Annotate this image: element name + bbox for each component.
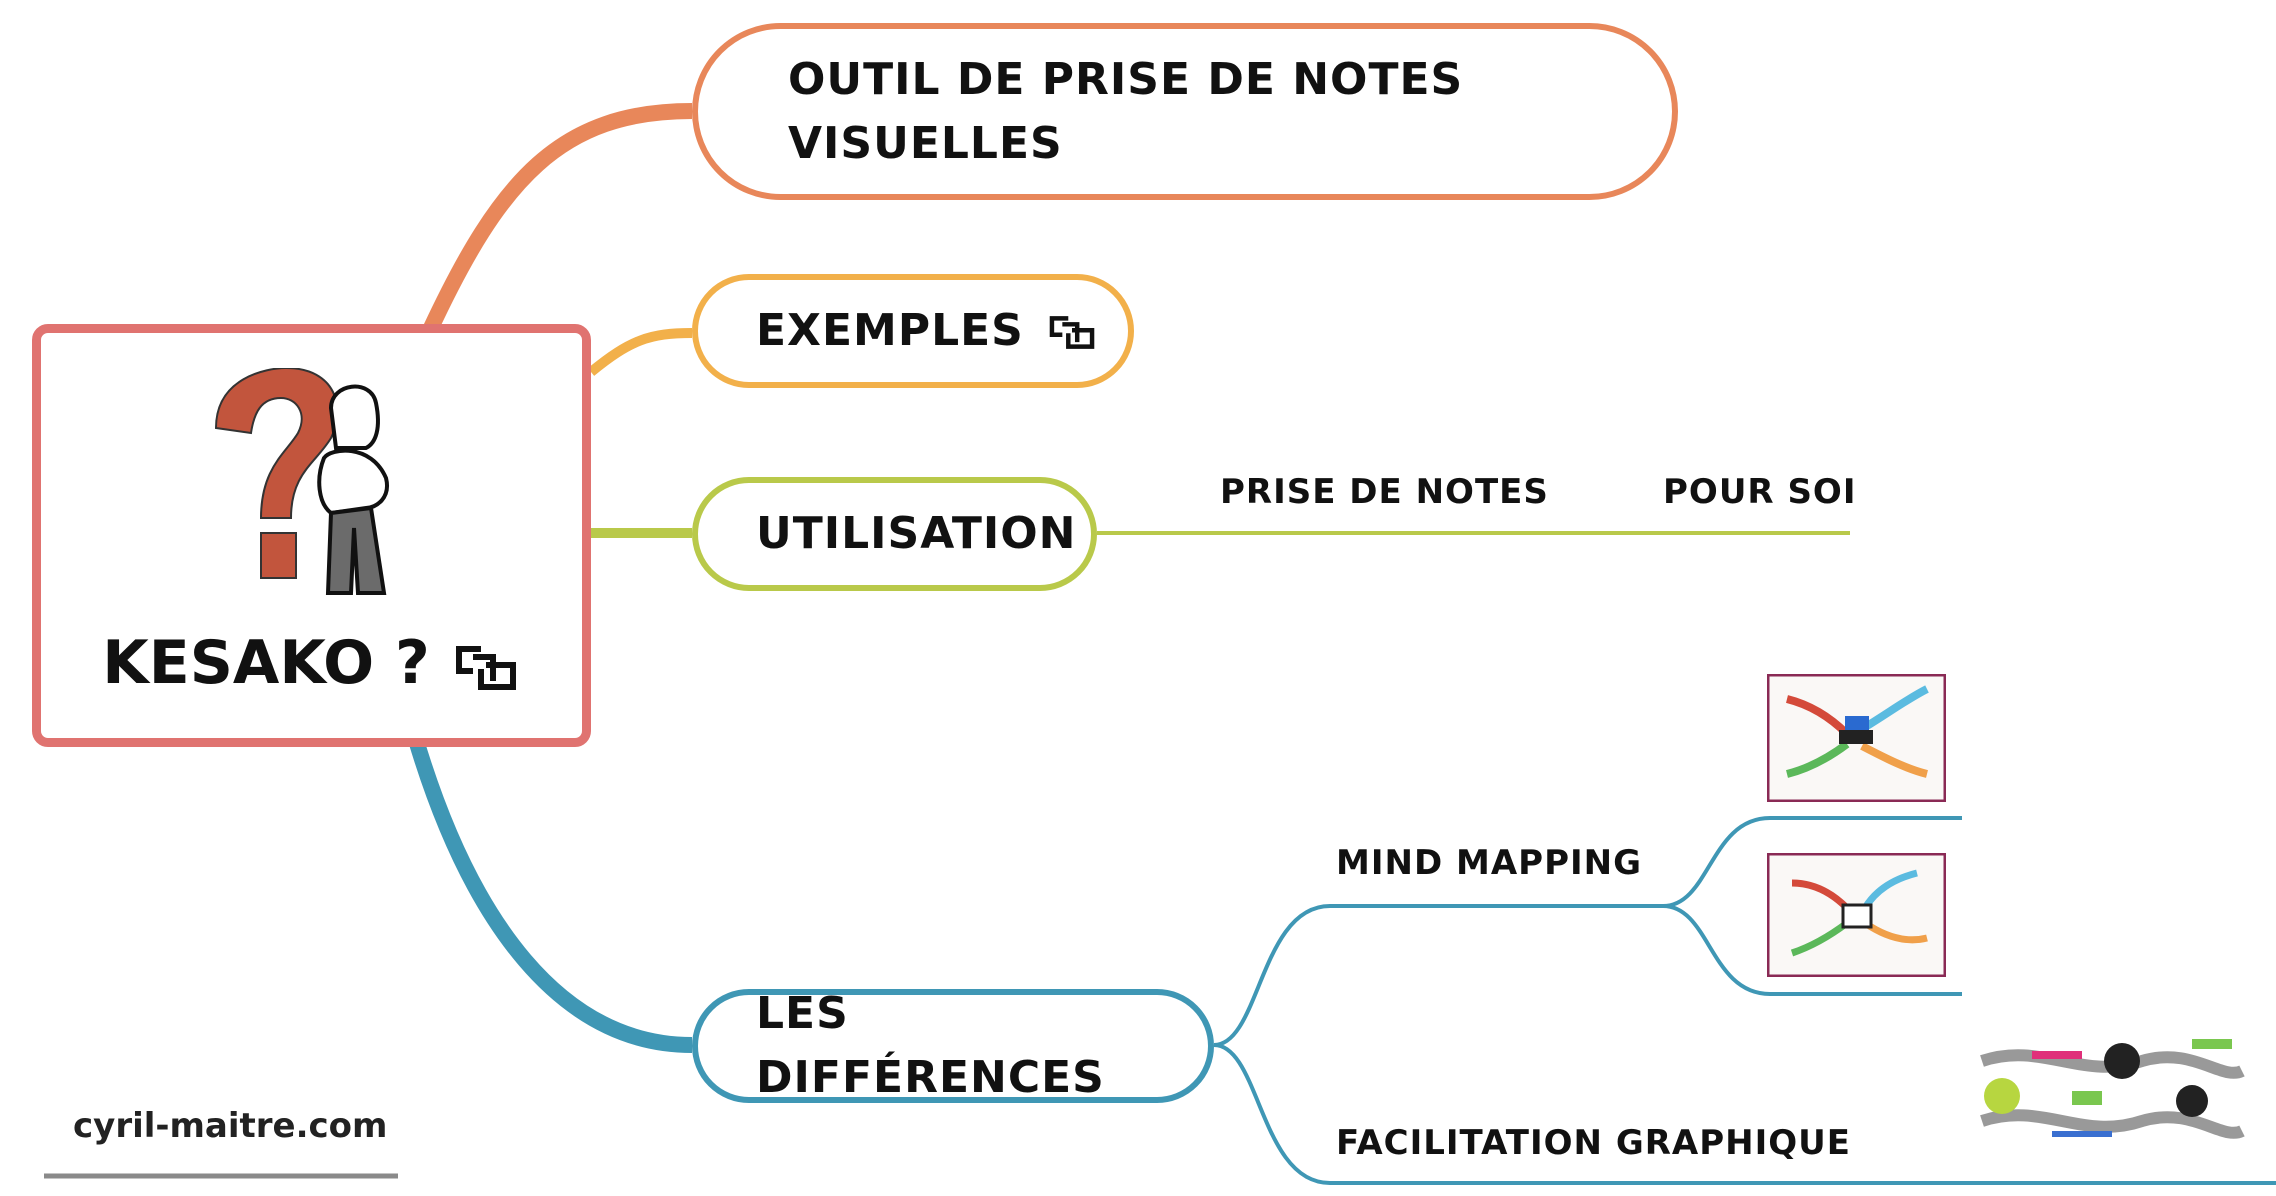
mind-map-example-image-2[interactable] (1767, 853, 1946, 977)
topic-utilisation[interactable]: UTILISATION (692, 477, 1097, 591)
topic-les-differences[interactable]: LES DIFFÉRENCES (692, 988, 1214, 1103)
link-icon[interactable] (451, 641, 521, 691)
subtopic-facilitation-graphique[interactable]: FACILITATION GRAPHIQUE (1336, 1123, 1851, 1163)
central-title: KESAKO ? (102, 628, 430, 698)
graphic-facilitation-example-image[interactable] (1962, 1021, 2254, 1167)
subtopic-pour-soi[interactable]: POUR SOI (1663, 472, 1857, 512)
topic-label-line1: OUTIL DE PRISE DE NOTES (788, 53, 1464, 105)
footer-site-link[interactable]: cyril-maitre.com (73, 1106, 388, 1146)
mind-map-example-image-1[interactable] (1767, 674, 1946, 802)
branch-connector-outil (422, 103, 693, 334)
mind-mapping-connector (1213, 904, 1663, 1047)
central-topic[interactable]: KESAKO ? (32, 324, 591, 747)
mind-mapping-image1-line (1662, 816, 1962, 908)
topic-outil-prise-de-notes[interactable]: OUTIL DE PRISE DE NOTES VISUELLES (692, 23, 1678, 200)
link-icon[interactable] (1046, 312, 1098, 350)
topic-label: UTILISATION (756, 508, 1077, 559)
branch-connector-exemples (587, 328, 693, 376)
topic-label: EXEMPLES (756, 305, 1024, 356)
facilitation-connector (1213, 1043, 2276, 1185)
mind-mapping-image2-line (1662, 904, 1962, 996)
subtopic-prise-de-notes[interactable]: PRISE DE NOTES (1220, 472, 1549, 512)
topic-label: LES DIFFÉRENCES (756, 988, 1105, 1103)
thinking-person-question-icon (214, 368, 389, 595)
topic-exemples[interactable]: EXEMPLES (692, 274, 1134, 388)
subtopic-mind-mapping[interactable]: MIND MAPPING (1336, 843, 1642, 883)
branch-connector-differences (408, 737, 693, 1053)
topic-label-line2: VISUELLES (788, 117, 1063, 169)
